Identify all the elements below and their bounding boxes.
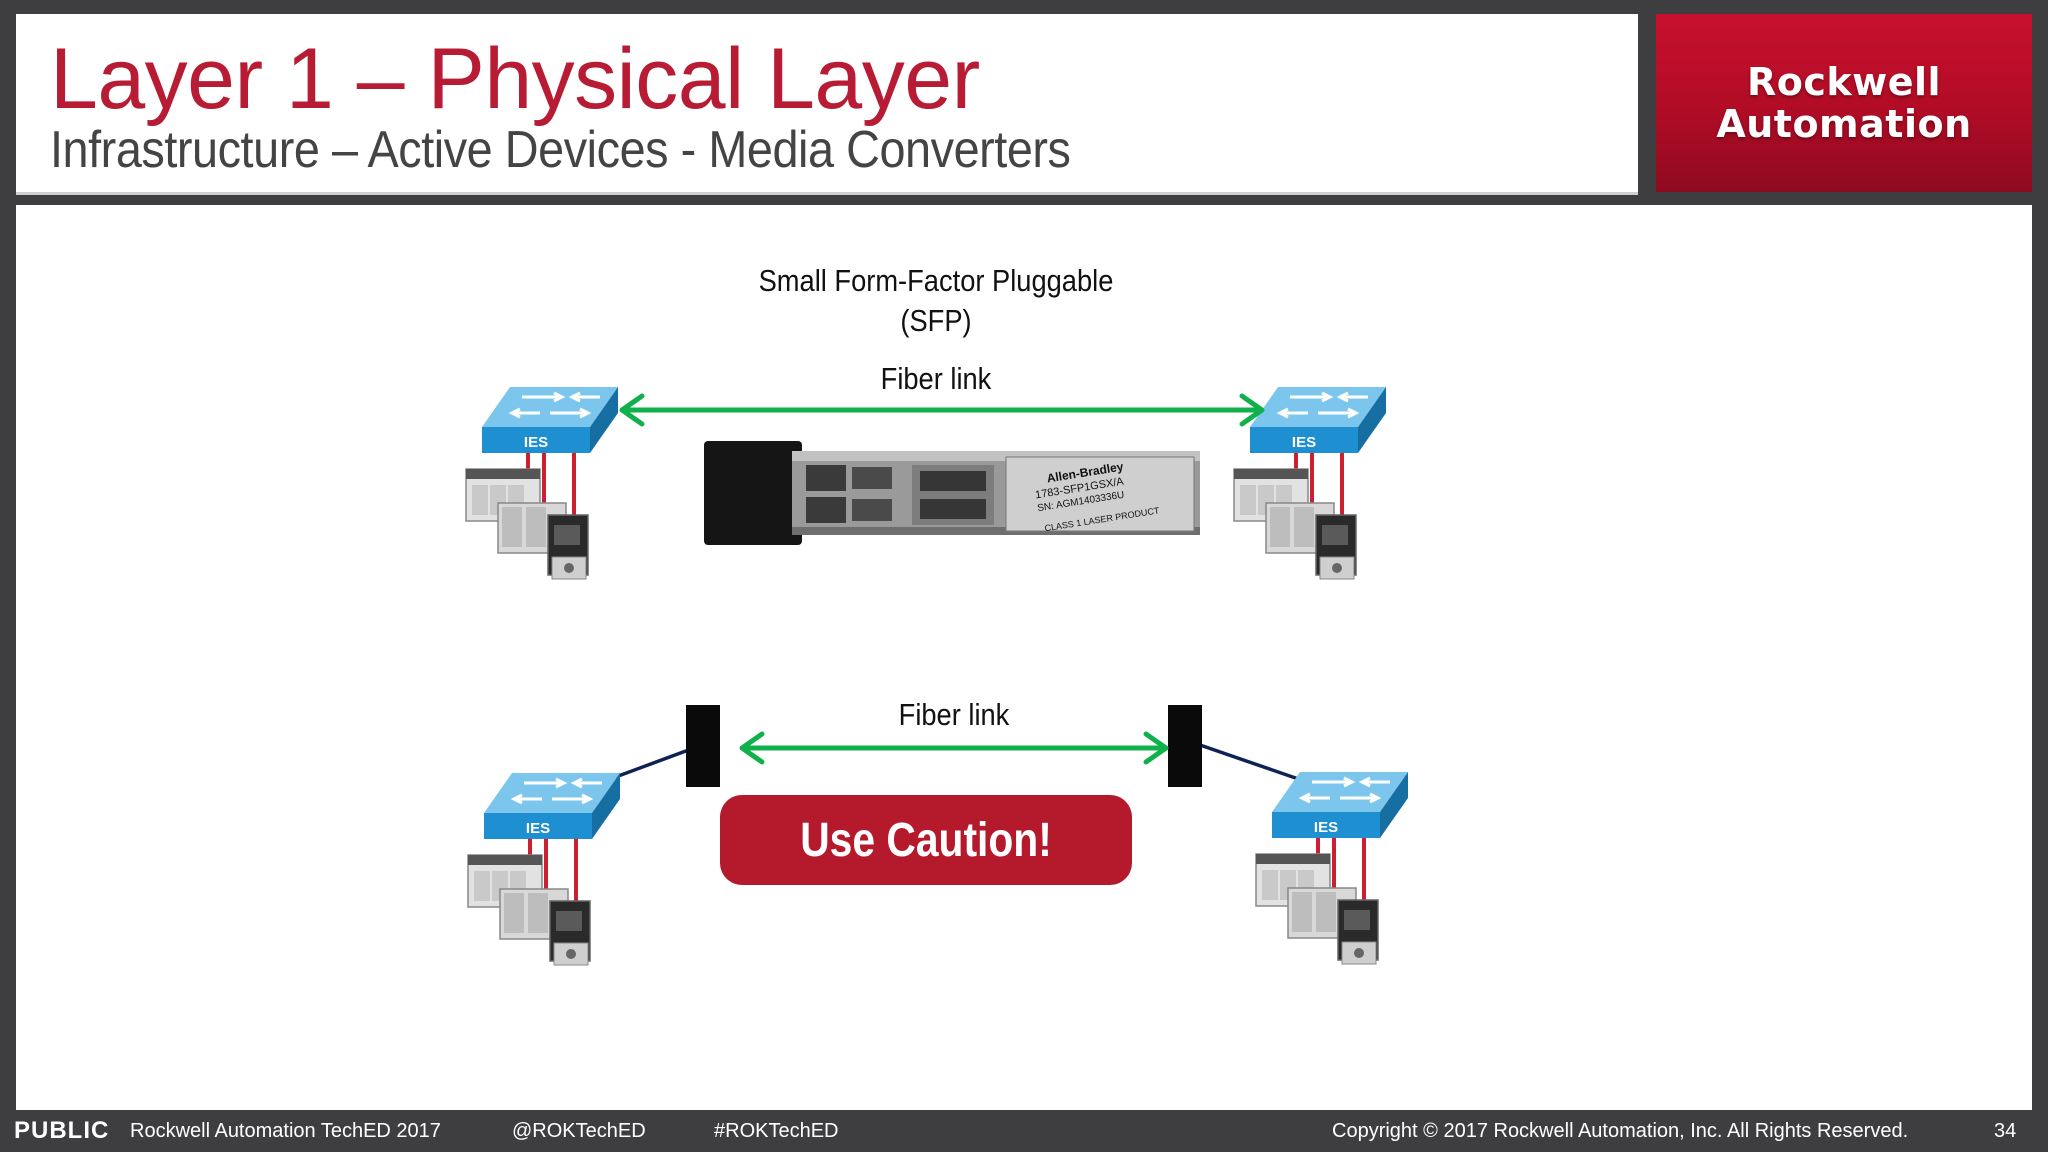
fiber-link-top-label: Fiber link [880,361,992,396]
fiber-link-bottom-label: Fiber link [898,697,1010,732]
network-diagram: IES [464,385,1410,967]
slide-footer: PUBLIC Rockwell Automation TechED 2017 @… [0,1110,2048,1152]
footer-copyright: Copyright © 2017 Rockwell Automation, In… [1332,1120,1909,1142]
caution-text: Use Caution! [800,813,1052,867]
logo-line-2: Automation [1716,102,1972,146]
media-converter-right [1168,705,1202,787]
rockwell-automation-logo: Rockwell Automation [1656,14,2032,192]
caution-banner: Use Caution! [720,795,1132,885]
ies-switch-bottom-right [1254,770,1410,966]
ies-switch-bottom-left [466,771,622,967]
slide-title: Layer 1 – Physical Layer [50,31,980,127]
title-bar: Layer 1 – Physical Layer Infrastructure … [16,14,1638,195]
sfp-label: Small Form-Factor Pluggable (SFP) [758,263,1114,338]
ies-switch-top-left [464,385,620,581]
slide-content: IES [16,205,2032,1110]
sfp-module-image: Allen-Bradley 1783-SFP1GSX/A SN: AGM1403… [704,441,1200,545]
footer-event: Rockwell Automation TechED 2017 [130,1120,441,1142]
slide-subtitle: Infrastructure – Active Devices - Media … [50,121,1071,179]
footer-twitter: @ROKTechED [512,1120,646,1142]
footer-hashtag: #ROKTechED [714,1120,839,1142]
footer-classification: PUBLIC [14,1117,110,1144]
footer-page-number: 34 [1994,1120,2017,1142]
logo-line-1: Rockwell [1746,60,1942,104]
media-converter-left [686,705,720,787]
